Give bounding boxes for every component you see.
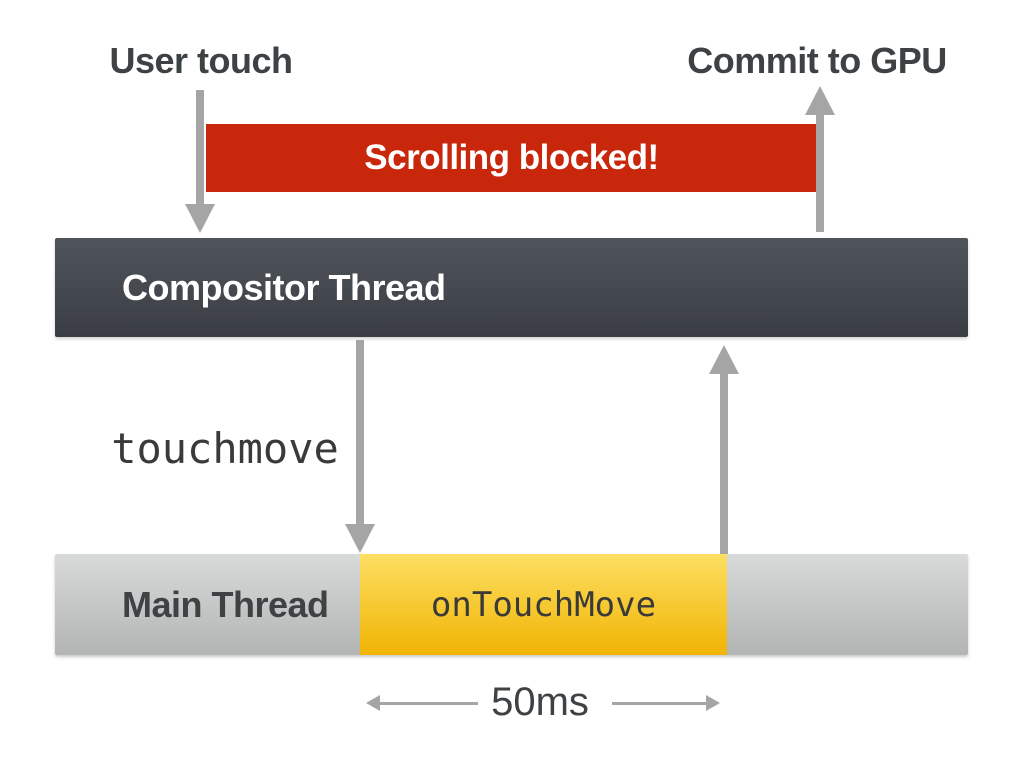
user-touch-label: User touch <box>109 40 293 81</box>
main-thread-label-wrap: Main Thread <box>122 554 329 655</box>
touchmove-event-label: touchmove <box>111 424 339 473</box>
commit-gpu-arrow-icon <box>805 86 835 232</box>
arrow-shaft <box>356 340 364 524</box>
duration-left-arrow-icon <box>366 695 478 711</box>
main-thread-bar: onTouchMove Main Thread <box>55 554 968 655</box>
arrow-head-up-icon <box>805 86 835 115</box>
arrow-head-down-icon <box>185 204 215 233</box>
arrow-shaft <box>612 701 706 705</box>
arrow-shaft <box>720 374 728 554</box>
duration-right-arrow-icon <box>612 695 720 711</box>
arrow-head-right-icon <box>706 695 720 711</box>
scrolling-blocked-bar: Scrolling blocked! <box>206 124 817 192</box>
duration-label: 50ms <box>491 680 589 724</box>
compositor-to-main-arrow-icon <box>345 340 375 553</box>
main-to-compositor-arrow-icon <box>709 345 739 554</box>
ontouchmove-busy-block: onTouchMove <box>360 554 727 655</box>
arrow-shaft <box>816 115 824 232</box>
ontouchmove-label: onTouchMove <box>430 584 657 625</box>
arrow-shaft <box>196 90 204 204</box>
arrow-shaft <box>380 701 478 705</box>
arrow-head-down-icon <box>345 524 375 553</box>
main-thread-label: Main Thread <box>122 583 329 625</box>
compositor-thread-label: Compositor Thread <box>122 266 446 308</box>
commit-to-gpu-label: Commit to GPU <box>687 40 947 81</box>
scrolling-blocked-label: Scrolling blocked! <box>364 138 659 177</box>
arrow-head-left-icon <box>366 695 380 711</box>
arrow-head-up-icon <box>709 345 739 374</box>
user-touch-arrow-icon <box>185 90 215 233</box>
compositor-thread-bar: Compositor Thread <box>55 238 968 337</box>
